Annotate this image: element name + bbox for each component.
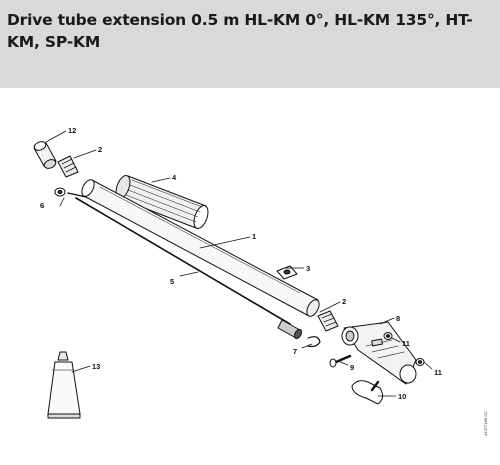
label-part-5: 5 <box>170 277 174 286</box>
label-part-9: 9 <box>350 363 354 372</box>
drawing-code: 4137T168 SC <box>483 411 488 436</box>
page-title: Drive tube extension 0.5 m HL-KM 0°, HL-… <box>7 11 473 51</box>
label-part-3: 3 <box>306 264 310 273</box>
part-12-sleeve <box>33 141 57 169</box>
label-part-2-lower: 2 <box>342 297 346 306</box>
label-part-10: 10 <box>398 392 406 401</box>
label-part-12: 12 <box>68 126 76 135</box>
leader-lines <box>45 130 433 397</box>
label-part-11-lower: 11 <box>434 368 442 377</box>
part-11-nut-upper <box>383 332 393 340</box>
label-part-4: 4 <box>172 173 177 182</box>
part-6-bush <box>54 187 87 198</box>
part-9-screw <box>329 354 352 368</box>
label-part-13: 13 <box>92 362 100 371</box>
part-3-clip <box>276 265 298 280</box>
label-part-1: 1 <box>252 232 256 241</box>
part-2-coupling-upper <box>57 155 79 178</box>
exploded-parts-diagram: 12 2 4 1 6 5 3 2 7 8 9 10 11 11 13 4137T… <box>33 126 488 436</box>
label-part-6: 6 <box>40 201 44 210</box>
part-7-spring-clip <box>307 336 321 348</box>
label-part-11-upper: 11 <box>402 339 410 348</box>
label-part-2-upper: 2 <box>98 145 102 154</box>
part-8-clamp-housing <box>341 321 417 385</box>
part-11-nut-lower <box>415 358 425 366</box>
label-part-8: 8 <box>396 314 400 323</box>
title-bar: Drive tube extension 0.5 m HL-KM 0°, HL-… <box>0 0 500 88</box>
label-part-7: 7 <box>293 347 297 356</box>
part-13-grease-tube <box>47 351 81 419</box>
part-10-wing-screw <box>351 380 384 405</box>
part-2-coupling-lower <box>317 310 339 332</box>
part-5-drive-shaft <box>75 197 303 340</box>
